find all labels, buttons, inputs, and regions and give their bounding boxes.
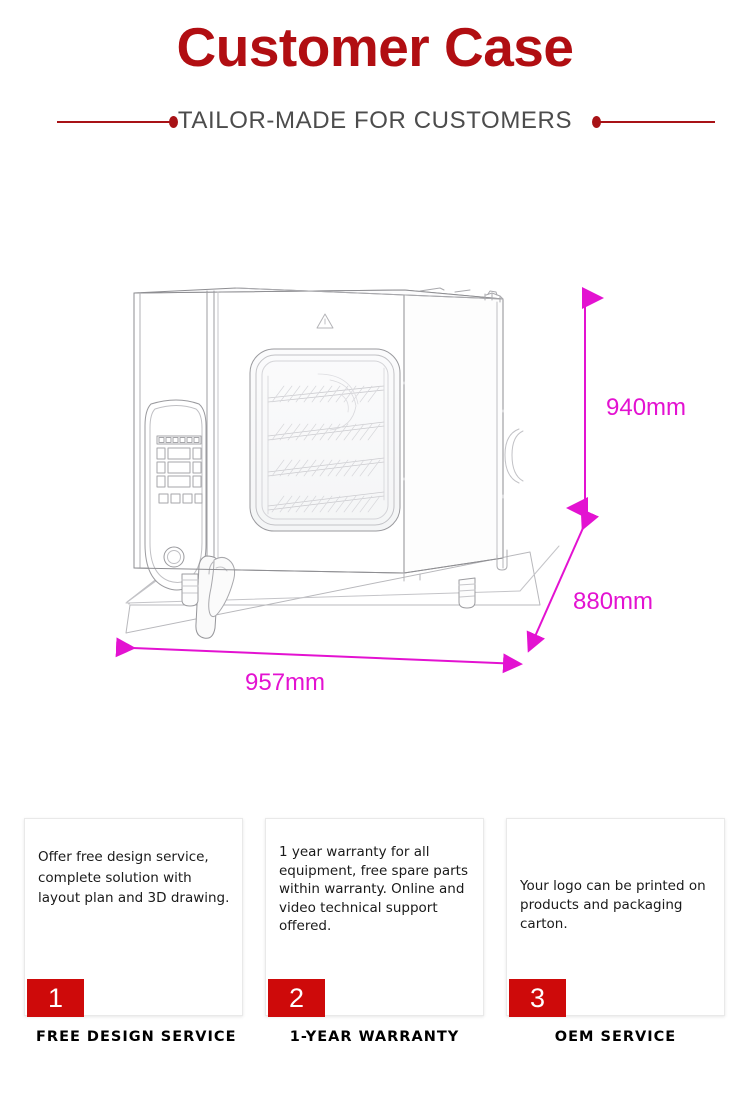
divider-line-left [57,121,173,123]
dimension-line-width [115,637,523,674]
control-panel [139,290,208,591]
feature-card-box: 1 year warranty for all equipment, free … [265,818,484,1017]
product-illustration: 940mm 880mm 957mm [0,150,750,800]
side-face-seams [403,301,498,556]
feature-body-text: 1 year warranty for all equipment, free … [279,844,468,934]
base-skirt [403,557,504,582]
door-seam [213,290,219,571]
side-panel-detail [502,409,524,499]
page-title: Customer Case [176,16,574,78]
feature-label: FREE DESIGN SERVICE [36,1029,237,1045]
feature-card-1[interactable]: Offer free design service, complete solu… [24,818,245,1045]
keypad [156,435,203,504]
page-subtitle: TAILOR-MADE FOR CUSTOMERS [177,107,573,134]
feature-number-badge: 3 [509,979,566,1017]
feature-card-2[interactable]: 1 year warranty for all equipment, free … [265,818,486,1045]
door-window [249,348,401,532]
page-header: Customer Case TAILOR-MADE FOR CUSTOMERS [0,0,750,150]
feature-card-list: Offer free design service, complete solu… [0,818,750,1068]
feature-label: 1-YEAR WARRANTY [289,1029,460,1045]
divider-dot-right [592,116,601,128]
feature-card-box: Offer free design service, complete solu… [24,818,243,1017]
divider-dot-left [169,116,178,128]
feature-body-text: Your logo can be printed on products and… [520,878,706,932]
door-handle [195,555,236,639]
dimension-label-width: 957mm [245,669,325,696]
feature-number-badge: 2 [268,979,325,1017]
dimension-label-height: 940mm [606,394,686,421]
dimension-annotations [115,287,604,674]
oven-line-drawing: 940mm 880mm 957mm [115,287,686,696]
feature-label: OEM SERVICE [554,1029,677,1045]
feature-body-text: Offer free design service, complete solu… [38,849,230,906]
feature-card-box: Your logo can be printed on products and… [506,818,725,1017]
feature-number-badge: 1 [27,979,84,1017]
oven-side-face [403,289,504,574]
feature-card-3[interactable]: Your logo can be printed on products and… [506,818,727,1045]
dimension-label-depth: 880mm [573,588,653,615]
warning-triangle [316,313,334,329]
subtitle-row: TAILOR-MADE FOR CUSTOMERS [0,106,750,140]
oven-feet [133,549,508,609]
dimension-line-depth [526,508,600,653]
oven-racks [267,367,385,515]
oven-top-edge-details [235,287,504,303]
divider-line-right [600,121,715,123]
